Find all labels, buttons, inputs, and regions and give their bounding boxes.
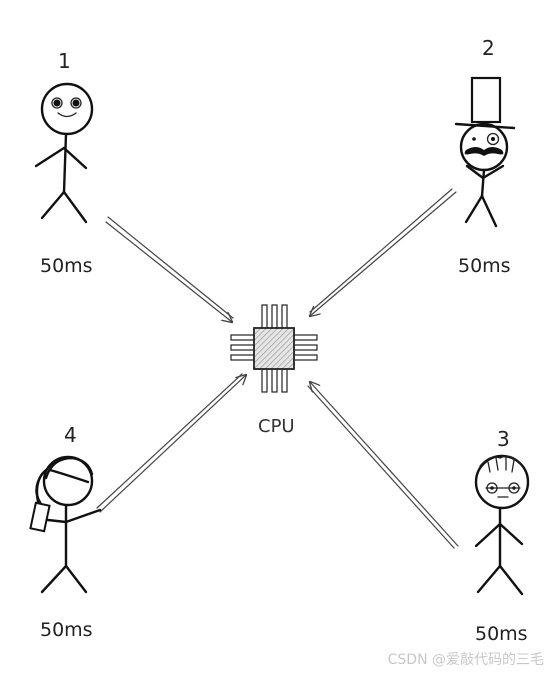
watermark-text: CSDN @爱敲代码的三毛 [387, 652, 544, 668]
user-4-figure: 4 50ms [29, 423, 102, 641]
user-3-time: 50ms [475, 623, 528, 645]
cpu-label: CPU [258, 416, 295, 437]
user-4-time: 50ms [40, 619, 93, 641]
arrow-user-1-to-cpu [105, 216, 233, 322]
user-2-figure: 2 50ms [454, 36, 516, 277]
user-1-number: 1 [58, 49, 71, 73]
user-3-figure: 3 50ms [474, 427, 530, 645]
user-1-figure: 1 50ms [34, 49, 94, 277]
user-4-number: 4 [64, 423, 77, 447]
arrow-user-4-to-cpu [96, 374, 246, 513]
arrow-user-2-to-cpu [310, 188, 457, 316]
user-2-number: 2 [482, 36, 495, 60]
user-3-number: 3 [497, 427, 510, 451]
user-2-time: 50ms [458, 255, 511, 277]
cpu-chip: CPU [230, 304, 318, 437]
user-1-time: 50ms [40, 255, 93, 277]
arrow-user-3-to-cpu [307, 382, 459, 549]
